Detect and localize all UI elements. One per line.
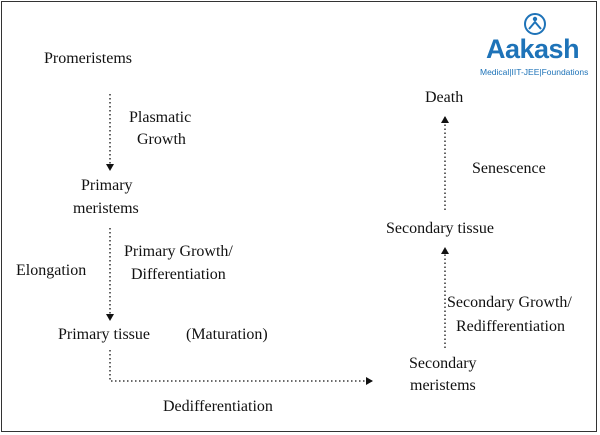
edge-label-differentiation: Differentiation (131, 266, 226, 283)
label-elongation: Elongation (16, 262, 87, 279)
logo-wordmark: Aakash (486, 34, 580, 64)
label-maturation: (Maturation) (186, 326, 268, 343)
edge-label-secondary-growth: Secondary Growth/ (447, 294, 572, 311)
node-promeristems: Promeristems (44, 50, 132, 67)
aakash-logo: Aakash Medical|IIT-JEE|Foundations (478, 12, 590, 82)
node-death: Death (425, 89, 464, 106)
node-primary-tissue: Primary tissue (58, 326, 150, 343)
edge-label-primary-growth: Primary Growth/ (124, 243, 233, 260)
arrow-primary-tissue-to-secondary-meristems (109, 350, 373, 385)
edge-label-senescence: Senescence (472, 160, 546, 177)
node-primary-meristems-line2: meristems (73, 200, 139, 217)
edge-label-plasmatic: Plasmatic (129, 109, 192, 126)
node-secondary-meristems-line2: meristems (410, 377, 476, 394)
logo-tagline: Medical|IIT-JEE|Foundations (480, 67, 589, 77)
node-primary-meristems-line1: Primary (81, 177, 133, 194)
node-secondary-meristems-line1: Secondary (409, 355, 477, 372)
edge-label-redifferentiation: Redifferentiation (456, 318, 565, 335)
node-secondary-tissue: Secondary tissue (386, 220, 494, 237)
aakash-logo-mark-icon (524, 13, 546, 35)
edge-label-dedifferentiation: Dedifferentiation (163, 398, 273, 415)
edge-label-growth: Growth (137, 131, 186, 148)
